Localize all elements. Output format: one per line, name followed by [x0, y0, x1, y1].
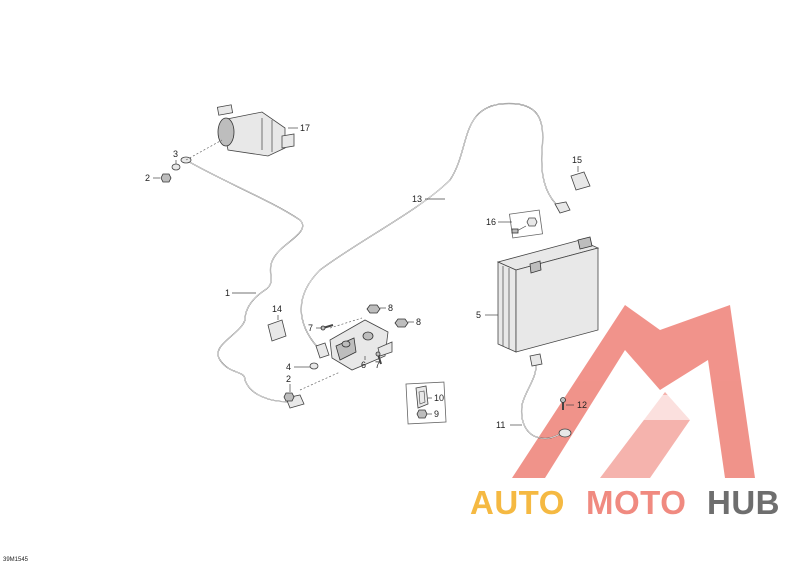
callout-14: 14: [272, 304, 282, 314]
callout-1: 1: [225, 288, 230, 298]
callout-2-upper: 2: [145, 173, 150, 183]
callout-labels: 17 3 2 1 13 15 16 5 14 8 8 7 6 7 4 2 10 …: [145, 123, 587, 430]
starter-solenoid-6[interactable]: [329, 319, 393, 371]
terminal-cap-15[interactable]: [570, 171, 591, 191]
watermark-word-hub: HUB: [707, 484, 780, 521]
battery-5[interactable]: [496, 236, 600, 353]
watermark-word-auto: AUTO: [470, 484, 565, 521]
callout-3: 3: [173, 149, 178, 159]
watermark-logo: [512, 305, 755, 478]
watermark-word-moto: MOTO: [586, 484, 686, 521]
bolt-nut-16[interactable]: [509, 209, 543, 239]
cable-11[interactable]: [520, 353, 572, 440]
callout-8-upper: 8: [388, 303, 393, 313]
washer-2-upper[interactable]: [160, 173, 172, 183]
screw-12[interactable]: [560, 397, 566, 411]
leader-lines: [153, 127, 579, 426]
callout-16: 16: [486, 217, 496, 227]
callout-8-right: 8: [416, 317, 421, 327]
nut-8-upper[interactable]: [366, 304, 381, 314]
callout-17: 17: [300, 123, 310, 133]
callout-4: 4: [286, 362, 291, 372]
screw-7-right[interactable]: [375, 351, 382, 365]
callout-15: 15: [572, 155, 582, 165]
washer-2-lower[interactable]: [283, 392, 295, 402]
starter-motor[interactable]: [216, 104, 295, 157]
terminal-cap-14[interactable]: [267, 319, 287, 342]
watermark-wordmark: AUTO MOTO HUB: [470, 484, 780, 521]
diagram-reference-number: 39M1545: [3, 557, 29, 563]
callout-13: 13: [412, 194, 422, 204]
callout-7-left: 7: [308, 323, 313, 333]
callout-2-lower: 2: [286, 374, 291, 384]
callout-6: 6: [361, 360, 366, 370]
nut-4[interactable]: [309, 362, 319, 370]
callout-9: 9: [434, 409, 439, 419]
nut-8-right[interactable]: [394, 318, 409, 328]
callout-11: 11: [496, 420, 505, 430]
clip-assembly-box[interactable]: [405, 381, 447, 425]
callout-10: 10: [434, 393, 444, 403]
callout-12: 12: [577, 400, 587, 410]
nut-3[interactable]: [171, 163, 181, 171]
callout-5: 5: [476, 310, 481, 320]
cable-13[interactable]: [300, 102, 571, 359]
callout-7-right: 7: [375, 360, 380, 370]
